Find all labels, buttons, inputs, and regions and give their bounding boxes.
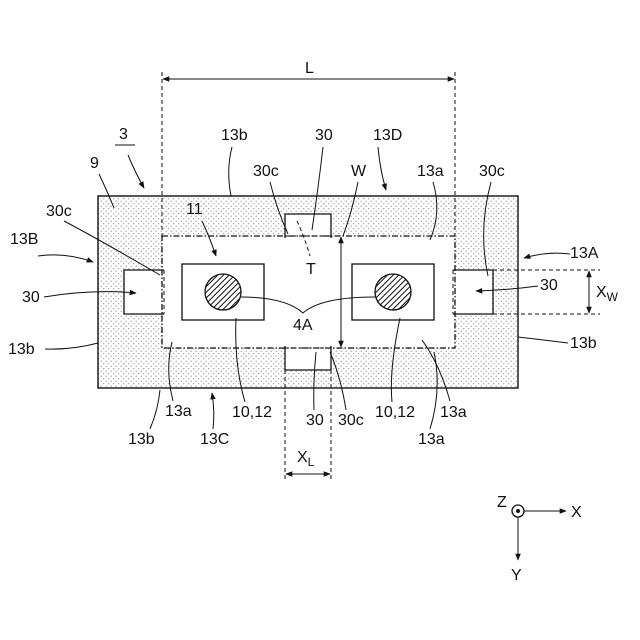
label-Xw: XW — [596, 284, 619, 304]
leader-13A — [524, 253, 570, 258]
coordinate-axes: Z X Y — [497, 494, 582, 584]
leader-13b-bottom — [150, 390, 160, 429]
cavity-region — [124, 214, 493, 370]
leader-13D — [378, 147, 386, 190]
leader-13b-left — [45, 343, 98, 349]
leader-13b-right — [518, 337, 568, 343]
ref-13D: 13D — [373, 127, 402, 144]
label-L: L — [305, 60, 314, 77]
label-T: T — [306, 261, 316, 278]
ref-13a-bottom-right: 13a — [440, 404, 467, 421]
ref-13B: 13B — [10, 231, 38, 248]
ref-30c-left: 30c — [46, 203, 72, 220]
ref-11: 11 — [186, 201, 203, 218]
ref-13a-bottom-left: 13a — [165, 403, 192, 420]
leader-13C — [212, 393, 214, 429]
ref-10-12-left: 10,12 — [232, 404, 272, 421]
ref-13A: 13A — [570, 245, 599, 262]
ref-13b-top: 13b — [221, 127, 248, 144]
ref-30-left: 30 — [22, 289, 40, 306]
ref-13a-top: 13a — [417, 163, 444, 180]
svg-text:3: 3 — [119, 126, 128, 143]
ref-30c-right: 30c — [479, 163, 505, 180]
ref-13b-right: 13b — [570, 335, 597, 352]
via-right — [375, 274, 411, 310]
label-W: W — [351, 163, 367, 180]
axis-label-y: Y — [511, 567, 522, 584]
ref-9: 9 — [90, 155, 99, 172]
ref-13b-bottom: 13b — [128, 431, 155, 448]
axis-label-z: Z — [497, 494, 507, 511]
ref-13b-left: 13b — [8, 341, 35, 358]
ref-30-top: 30 — [315, 127, 333, 144]
via-left — [205, 274, 241, 310]
ref-30-right: 30 — [540, 277, 558, 294]
ref-30-bottom: 30 — [306, 412, 324, 429]
label-XL: XL — [297, 449, 315, 469]
ref-13a-bottom-right-2: 13a — [418, 431, 445, 448]
ref-3: 3 — [115, 126, 144, 188]
ref-4A: 4A — [293, 317, 313, 334]
ref-30c-bottom: 30c — [338, 412, 364, 429]
axis-label-x: X — [571, 504, 582, 521]
ref-30c-top: 30c — [253, 163, 279, 180]
leader-13B — [38, 255, 93, 262]
ref-13C: 13C — [200, 431, 229, 448]
ref-10-12-right: 10,12 — [375, 404, 415, 421]
leader-13b-top — [229, 147, 232, 196]
